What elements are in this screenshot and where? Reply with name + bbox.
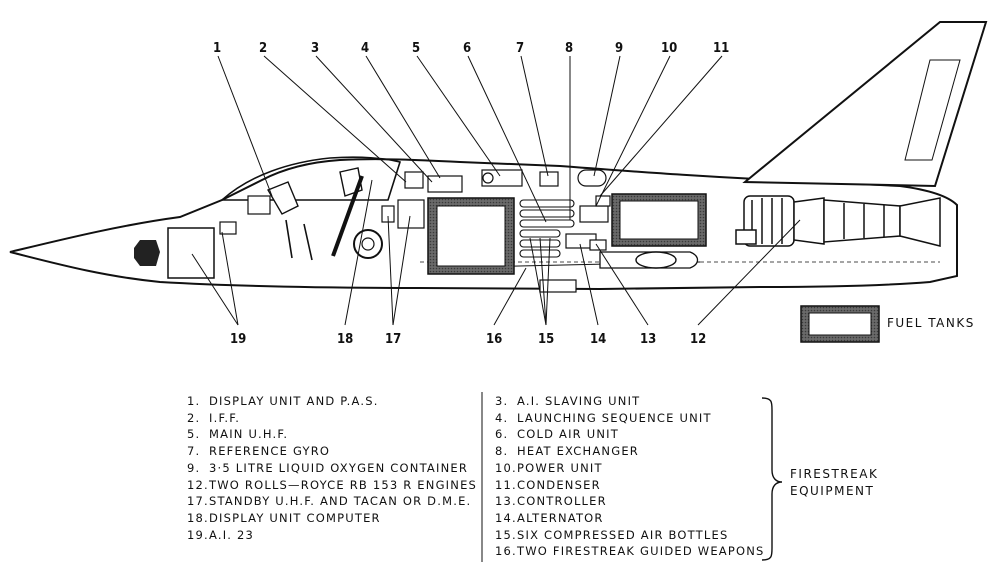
callout-16: 16 xyxy=(486,332,502,347)
legend-list-general: 1.DISPLAY UNIT AND P.A.S. 2.I.F.F. 5.MAI… xyxy=(187,393,477,543)
main-uhf-box xyxy=(481,169,523,187)
tail-fin xyxy=(742,21,988,188)
list-item: 19.A.I. 23 xyxy=(187,527,255,542)
list-item: 2.I.F.F. xyxy=(187,410,241,425)
list-item: 10.POWER UNIT xyxy=(495,460,603,475)
list-item: 3.A.I. SLAVING UNIT xyxy=(495,394,641,408)
callout-19: 19 xyxy=(230,332,246,347)
list-item: 6.COLD AIR UNIT xyxy=(495,427,619,442)
leader-lines xyxy=(191,55,801,326)
gear-strut xyxy=(331,175,364,257)
callout-9: 9 xyxy=(615,41,623,56)
list-item: 17.STANDBY U.H.F. AND TACAN OR D.M.E. xyxy=(187,494,472,509)
lox-container xyxy=(577,169,607,187)
nose-wheel-hub xyxy=(361,237,375,251)
fuel-tank-aft-inner xyxy=(619,200,699,240)
list-item: 11.CONDENSER xyxy=(495,477,601,492)
list-item: 18.DISPLAY UNIT COMPUTER xyxy=(187,510,381,525)
callout-8: 8 xyxy=(565,41,573,56)
missile-nose xyxy=(635,251,677,269)
callout-3: 3 xyxy=(311,41,319,56)
list-item: 14.ALTERNATOR xyxy=(495,510,604,525)
list-item: 13.CONTROLLER xyxy=(495,494,607,509)
callout-18: 18 xyxy=(337,332,353,347)
callout-14: 14 xyxy=(590,332,606,347)
list-item: 9.3·5 LITRE LIQUID OXYGEN CONTAINER xyxy=(187,460,469,475)
callout-5: 5 xyxy=(412,41,420,56)
ai-slaving-unit-box xyxy=(427,175,463,193)
pilot-seat xyxy=(266,181,299,215)
firestreak-equipment-label: FIRESTREAK EQUIPMENT xyxy=(790,466,878,500)
control-column xyxy=(285,219,313,261)
condenser-box xyxy=(595,195,611,207)
list-item: 5.MAIN U.H.F. xyxy=(187,427,289,442)
iff-box xyxy=(404,171,424,189)
controller-box xyxy=(589,239,607,251)
callout-17: 17 xyxy=(385,332,401,347)
list-item: 15.SIX COMPRESSED AIR BOTTLES xyxy=(495,527,729,542)
rb153-engine xyxy=(735,195,941,247)
callout-12: 12 xyxy=(690,332,706,347)
callout-1: 1 xyxy=(213,41,221,56)
fuel-tanks-label: FUEL TANKS xyxy=(887,316,975,330)
canopy xyxy=(219,156,402,201)
callout-7: 7 xyxy=(516,41,524,56)
callout-15: 15 xyxy=(538,332,554,347)
power-unit-box xyxy=(579,205,609,223)
callout-4: 4 xyxy=(361,41,369,56)
tacan-box xyxy=(397,199,425,229)
fuel-tank-forward-inner xyxy=(436,205,506,267)
ai23-radar-box xyxy=(167,227,215,279)
callout-2: 2 xyxy=(259,41,267,56)
lower-bay xyxy=(539,279,577,293)
reference-gyro-box xyxy=(539,171,559,187)
list-item: 7.REFERENCE GYRO xyxy=(187,444,331,459)
list-item: 4.LAUNCHING SEQUENCE UNIT xyxy=(495,410,712,425)
firestreak-brace xyxy=(761,397,783,561)
instrument-panel xyxy=(247,195,271,215)
callout-11: 11 xyxy=(713,41,729,56)
forward-avionics-box xyxy=(219,221,237,235)
callout-13: 13 xyxy=(640,332,656,347)
group-label-line: FIRESTREAK xyxy=(790,467,879,481)
radar-scanner xyxy=(134,240,160,266)
list-item: 8.HEAT EXCHANGER xyxy=(495,444,639,459)
list-item: 16.TWO FIRESTREAK GUIDED WEAPONS xyxy=(495,544,765,559)
fin-panel xyxy=(904,59,961,161)
callout-10: 10 xyxy=(661,41,677,56)
main-uhf-dial xyxy=(482,172,494,184)
group-label-line: EQUIPMENT xyxy=(790,484,875,498)
legend-list-firestreak: 3.A.I. SLAVING UNIT 4.LAUNCHING SEQUENCE… xyxy=(495,393,765,560)
fuel-tanks-swatch-inner xyxy=(808,312,872,336)
callout-6: 6 xyxy=(463,41,471,56)
list-item: 12.TWO ROLLS—ROYCE RB 153 R ENGINES xyxy=(187,477,478,492)
list-item: 1.DISPLAY UNIT AND P.A.S. xyxy=(187,394,379,408)
